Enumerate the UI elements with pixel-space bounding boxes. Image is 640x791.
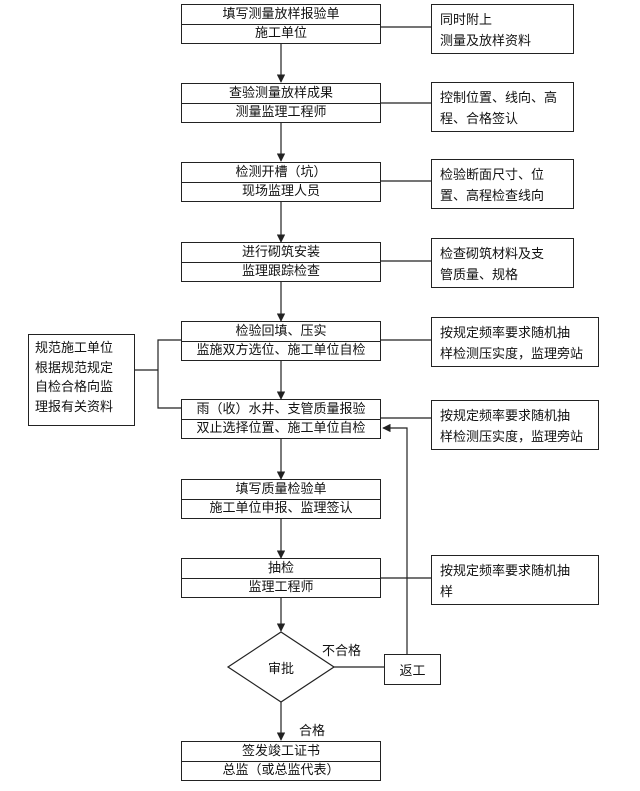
note-2-line-2: 程、合格签认 [440,111,519,127]
decision-diamond [226,631,336,703]
note-2: 控制位置、线向、高 程、合格签认 [431,82,574,132]
step-6-box: 雨（收）水井、支管质量报验 双止选择位置、施工单位自检 [181,399,381,439]
step-9-box: 签发竣工证书 总监（或总监代表） [181,741,381,781]
left-note-line-2: 根据规范规定 [35,360,114,376]
step-8-box: 抽检 监理工程师 [181,558,381,598]
step-9-top: 签发竣工证书 [241,743,320,759]
step-7-top: 填写质量检验单 [235,481,327,497]
note-3: 检验断面尺寸、位 置、高程检查线向 [431,159,574,209]
note-7-line-1: 按规定频率要求随机抽 [440,564,571,579]
step-1-bottom: 施工单位 [182,23,380,44]
step-9-bottom: 总监（或总监代表） [182,760,380,781]
step-4-bottom: 监理跟踪检查 [182,261,380,282]
step-8-top: 抽检 [267,560,294,576]
step-6-top: 雨（收）水井、支管质量报验 [196,401,366,417]
step-4-box: 进行砌筑安装 监理跟踪检查 [181,242,381,282]
step-1-box: 填写测量放样报验单 施工单位 [181,4,381,44]
step-8-bottom: 监理工程师 [182,577,380,598]
note-4: 检查砌筑材料及支 管质量、规格 [431,238,574,288]
step-3-box: 检测开槽（坑） 现场监理人员 [181,162,381,202]
step-4-top: 进行砌筑安装 [241,244,320,260]
step-3-top: 检测开槽（坑） [235,164,327,180]
step-5-box: 检验回填、压实 监施双方选位、施工单位自检 [181,321,381,361]
note-4-line-1: 检查砌筑材料及支 [440,247,545,262]
step-7-bottom: 施工单位申报、监理签认 [182,498,380,519]
left-note: 规范施工单位 根据规范规定 自检合格向监 理报有关资料 [28,334,135,426]
note-1: 同时附上 测量及放样资料 [431,4,574,54]
note-1-line-2: 测量及放样资料 [440,33,532,49]
left-bracket [157,339,181,409]
note-7-line-2: 样 [440,584,454,600]
note-6-line-1: 按规定频率要求随机抽 [440,409,571,424]
note-5: 按规定频率要求随机抽 样检测压实度，监理旁站 [431,317,599,367]
left-note-line-3: 自检合格向监 [35,380,114,395]
note-7: 按规定频率要求随机抽 样 [431,555,599,605]
step-5-top: 检验回填、压实 [235,323,327,339]
note-6: 按规定频率要求随机抽 样检测压实度，监理旁站 [431,400,599,450]
rework-box: 返工 [384,654,441,685]
left-note-line-1: 规范施工单位 [35,341,114,356]
note-6-line-2: 样检测压实度，监理旁站 [440,429,584,445]
fail-label: 不合格 [322,644,362,659]
pass-label: 合格 [299,724,326,739]
decision-label: 审批 [267,661,294,677]
step-5-bottom: 监施双方选位、施工单位自检 [182,340,380,361]
rework-return-line [382,423,408,654]
step-3-bottom: 现场监理人员 [182,181,380,202]
note-2-line-1: 控制位置、线向、高 [440,91,558,106]
note-3-line-2: 置、高程检查线向 [440,188,545,204]
step-6-bottom: 双止选择位置、施工单位自检 [182,418,380,439]
note-1-line-1: 同时附上 [440,13,493,28]
step-1-top: 填写测量放样报验单 [222,6,340,22]
note-4-line-2: 管质量、规格 [440,267,519,283]
note-5-line-2: 样检测压实度，监理旁站 [440,346,584,362]
step-7-box: 填写质量检验单 施工单位申报、监理签认 [181,479,381,519]
note-5-line-1: 按规定频率要求随机抽 [440,326,571,341]
left-note-line-4: 理报有关资料 [35,399,114,415]
step-2-box: 查验测量放样成果 测量监理工程师 [181,83,381,123]
step-2-top: 查验测量放样成果 [228,85,333,101]
note-3-line-1: 检验断面尺寸、位 [440,168,545,183]
step-2-bottom: 测量监理工程师 [182,102,380,123]
